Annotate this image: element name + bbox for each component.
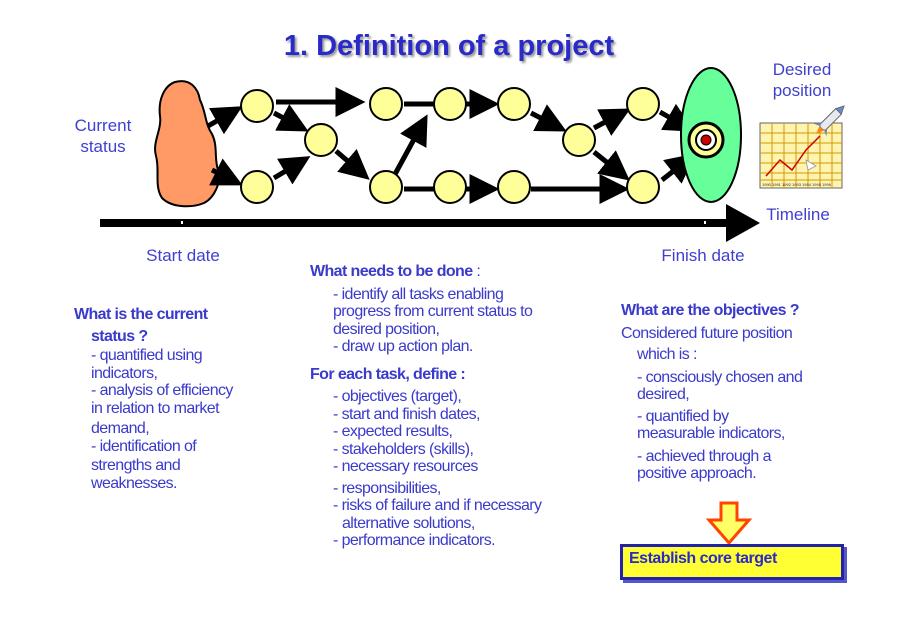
timeline-label: Timeline (766, 205, 830, 224)
for-each-task-heading: For each task, define : (310, 365, 466, 383)
current-status-label: Current status (74, 116, 132, 156)
current-status-block: What is the current status ? - quantifie… (74, 306, 233, 492)
what-needs-heading: What needs to be done (310, 263, 473, 280)
desired-position-label: Desired position (772, 60, 832, 100)
svg-text:1990 1991 1992 1993 1994 1995: 1990 1991 1992 1993 1994 1995 1996 (762, 182, 832, 187)
establish-core-target-label: Establish core target (629, 550, 777, 567)
establish-core-target-box: Establish core target (620, 544, 844, 580)
objectives-heading: What are the objectives ? (621, 302, 800, 319)
objectives-block: What are the objectives ? Considered fut… (621, 302, 803, 482)
rocket-chart-icon: 1990 1991 1992 1993 1994 1995 1996 (759, 105, 845, 189)
current-status-blob (154, 80, 220, 208)
start-date-label: Start date (146, 246, 220, 265)
page-title: 1. Definition of a project (283, 30, 615, 62)
current-status-heading: What is the current (74, 306, 208, 323)
finish-date-label: Finish date (661, 246, 745, 265)
task-nodes (240, 87, 660, 204)
timeline-arrow (100, 204, 760, 242)
tasks-block: What needs to be done : - identify all t… (310, 263, 542, 549)
down-arrow-icon (705, 501, 753, 546)
target-icon (687, 121, 725, 159)
